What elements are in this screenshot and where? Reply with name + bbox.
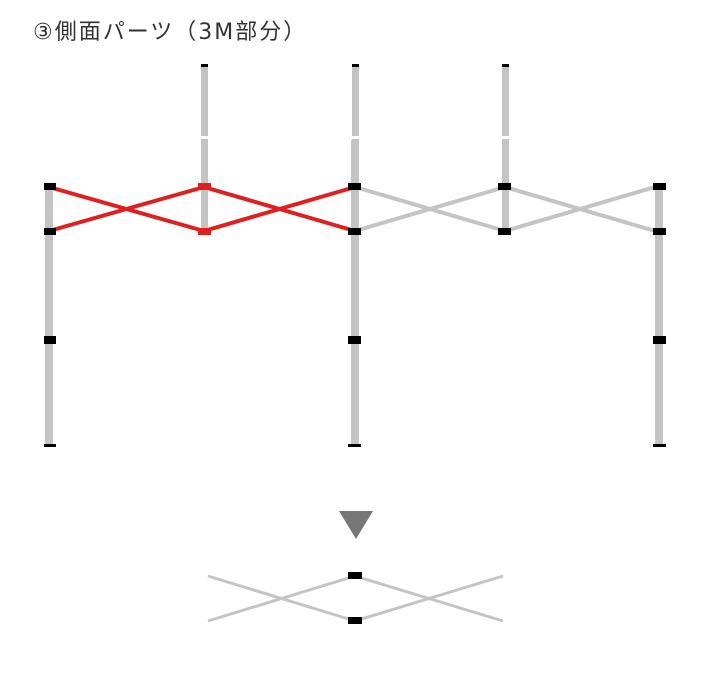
joint — [498, 183, 511, 190]
truss-bar — [504, 185, 656, 233]
joint-highlighted — [198, 183, 211, 190]
joint — [44, 336, 56, 344]
pole-tip — [352, 64, 359, 67]
joint — [653, 336, 666, 344]
pole-tip — [502, 64, 509, 67]
joint — [498, 228, 511, 235]
joint — [653, 444, 666, 447]
joint — [348, 444, 361, 447]
truss-bar — [207, 574, 356, 623]
pole-separator — [350, 136, 359, 139]
truss-bar — [354, 574, 504, 623]
roof-pole-2 — [352, 66, 359, 146]
joint — [653, 183, 666, 190]
joint — [44, 183, 56, 190]
page-title: ③側面パーツ（3M部分） — [33, 20, 308, 45]
roof-pole-3 — [502, 66, 509, 230]
joint — [348, 572, 362, 579]
pole-tip — [201, 64, 208, 67]
left-leg — [45, 186, 53, 446]
truss-bar — [48, 185, 205, 233]
highlighted-truss — [48, 185, 356, 233]
joint — [44, 444, 56, 447]
right-leg — [655, 186, 663, 446]
joint — [653, 228, 666, 235]
truss-bar — [354, 185, 506, 233]
extracted-part — [207, 572, 504, 624]
joint — [44, 228, 56, 235]
down-arrow-icon — [339, 511, 373, 539]
joint — [348, 183, 361, 190]
gray-truss — [354, 185, 656, 233]
roof-pole-1 — [201, 66, 208, 230]
side-frame — [44, 64, 666, 447]
pole-separator — [200, 136, 209, 139]
joint — [348, 228, 361, 235]
pole-separator — [501, 136, 510, 139]
truss-bar — [203, 185, 356, 233]
center-leg — [351, 140, 359, 446]
joint — [348, 617, 362, 624]
joint — [348, 336, 361, 344]
joint-highlighted — [198, 228, 211, 235]
